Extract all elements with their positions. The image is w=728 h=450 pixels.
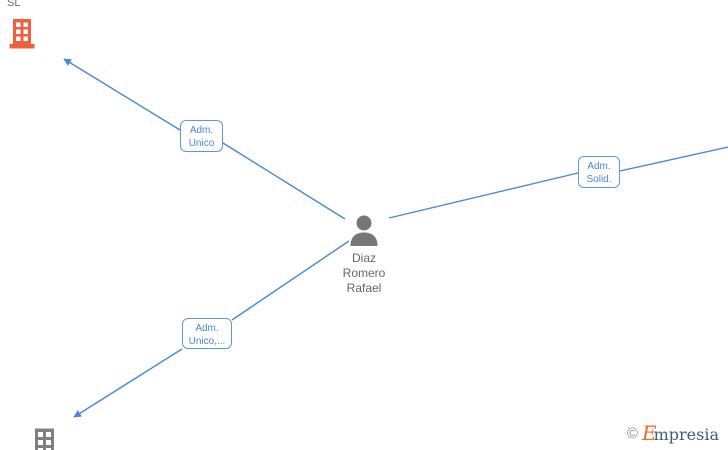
company-bottom-left-node[interactable] [32, 428, 58, 450]
building-icon [9, 19, 35, 49]
person-icon [350, 215, 378, 246]
edge-line-bottom-left-arrow-seg [73, 348, 183, 418]
building-icon [35, 428, 54, 450]
relationship-label-adm-solid[interactable]: Adm. Solid. [578, 156, 620, 188]
copyright-icon: © [626, 424, 638, 442]
edge-line-top-left [222, 142, 346, 220]
company-top-left-node[interactable] [9, 18, 37, 55]
edge-line-right-offscreen-seg [619, 146, 728, 172]
watermark-empresia: © E mpresia [627, 423, 719, 443]
relationship-label-adm-unico-more[interactable]: Adm. Unico,... [182, 318, 232, 349]
edge-line-right [388, 172, 579, 219]
brand-name: mpresia [653, 425, 719, 444]
edge-line-top-left-arrow-seg [63, 58, 181, 131]
brand-logotype: E mpresia [642, 423, 719, 443]
person-node-diaz-romero-rafael[interactable] [348, 214, 380, 251]
person-node-caption: Diaz Romero Rafael [342, 251, 386, 295]
relationship-label-adm-unico[interactable]: Adm. Unico [180, 120, 223, 152]
company-top-left-label: SL [7, 0, 21, 9]
edge-line-bottom-left [231, 240, 350, 321]
brand-initial: E [641, 421, 657, 445]
